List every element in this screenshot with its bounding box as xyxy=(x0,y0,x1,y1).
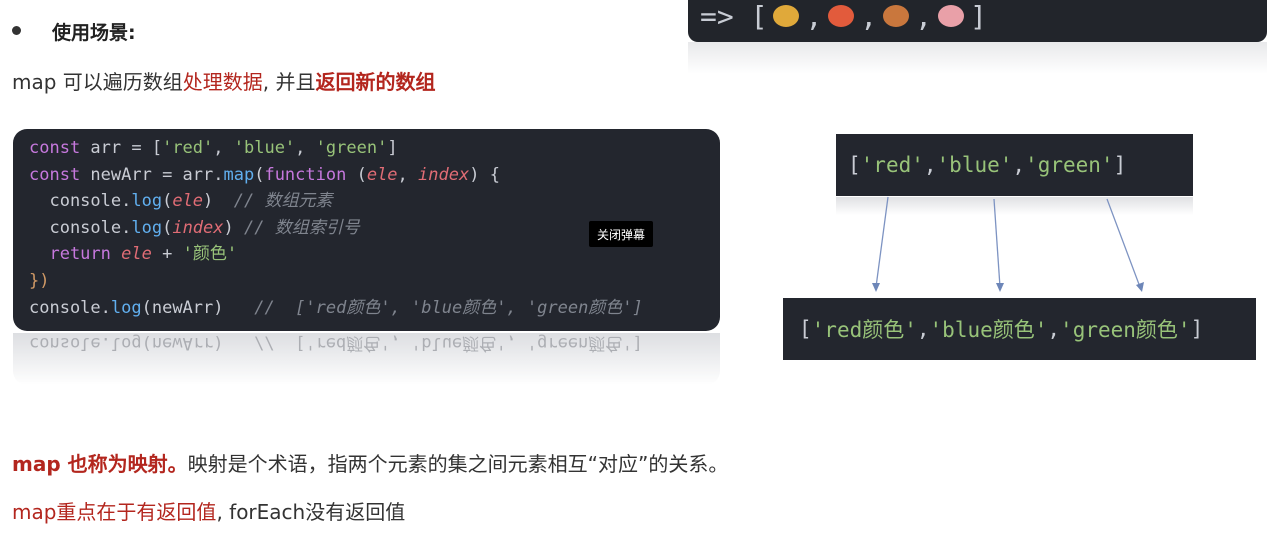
mapping-explanation: 映射是个术语，指两个元素的集之间元素相互“对应”的关系。 xyxy=(187,452,729,476)
input-box-reflection xyxy=(836,197,1193,215)
snippet-sep: , xyxy=(860,0,878,33)
code-line: const arr = ['red', 'blue', 'green'] xyxy=(29,138,398,158)
burger-emoji-icon xyxy=(773,5,800,27)
output-array-box: ['red颜色', 'blue颜色', 'green颜色'] xyxy=(783,298,1256,360)
snippet-prefix: => [ xyxy=(700,0,768,33)
close-danmaku-button[interactable]: 关闭弹幕 xyxy=(589,221,653,247)
arrow-green xyxy=(1106,198,1141,288)
map-vs-foreach: map重点在于有返回值, forEach没有返回值 xyxy=(12,496,405,525)
arrow-blue-head xyxy=(996,283,1004,292)
snippet-reflection xyxy=(688,42,1267,74)
mapping-term: map 也称为映射。 xyxy=(12,452,188,476)
arrow-blue xyxy=(993,198,1001,288)
input-array-box: ['red', 'blue', 'green'] xyxy=(836,134,1193,196)
code-reflection: console.log(newArr) // ['red颜色', 'blue颜色… xyxy=(13,333,720,385)
snippet-suffix: ] xyxy=(970,0,987,33)
code-line: console.log(index) // 数组索引号 xyxy=(29,217,360,238)
chicken-emoji-icon xyxy=(883,5,910,27)
reflection-text: console.log(newArr) // ['red颜色', 'blue颜色… xyxy=(29,333,643,353)
arrow-red xyxy=(875,196,889,288)
popcorn-emoji-icon xyxy=(938,5,965,27)
mapping-definition: map 也称为映射。映射是个术语，指两个元素的集之间元素相互“对应”的关系。 xyxy=(12,448,728,477)
section-heading: 使用场景: xyxy=(52,22,136,44)
intro-part: , 并且 xyxy=(262,70,316,94)
bullet-icon xyxy=(12,26,21,35)
previous-code-snippet: => [ , , , ] xyxy=(688,0,1267,42)
code-line: console.log(ele) // 数组元素 xyxy=(29,191,333,212)
code-line: const newArr = arr.map(function (ele, in… xyxy=(29,164,500,185)
snippet-sep: , xyxy=(805,0,823,33)
arrow-green-head xyxy=(1136,282,1144,292)
code-line: }) xyxy=(29,270,50,291)
snippet-sep: , xyxy=(915,0,933,33)
intro-part: map 可以遍历数组 xyxy=(12,70,183,94)
intro-highlight: 处理数据 xyxy=(182,70,263,94)
mapping-arrows xyxy=(872,196,1144,292)
code-line: console.log(newArr) // ['red颜色', 'blue颜色… xyxy=(29,297,643,318)
intro-highlight-bold: 返回新的数组 xyxy=(315,70,436,94)
code-line: return ele + '颜色' xyxy=(29,244,238,265)
arrow-red-head xyxy=(872,283,880,292)
fries-emoji-icon xyxy=(828,5,855,27)
foreach-note: , forEach没有返回值 xyxy=(216,500,406,524)
map-key-point: map重点在于有返回值 xyxy=(12,500,217,524)
intro-text: map 可以遍历数组处理数据, 并且返回新的数组 xyxy=(12,66,436,95)
